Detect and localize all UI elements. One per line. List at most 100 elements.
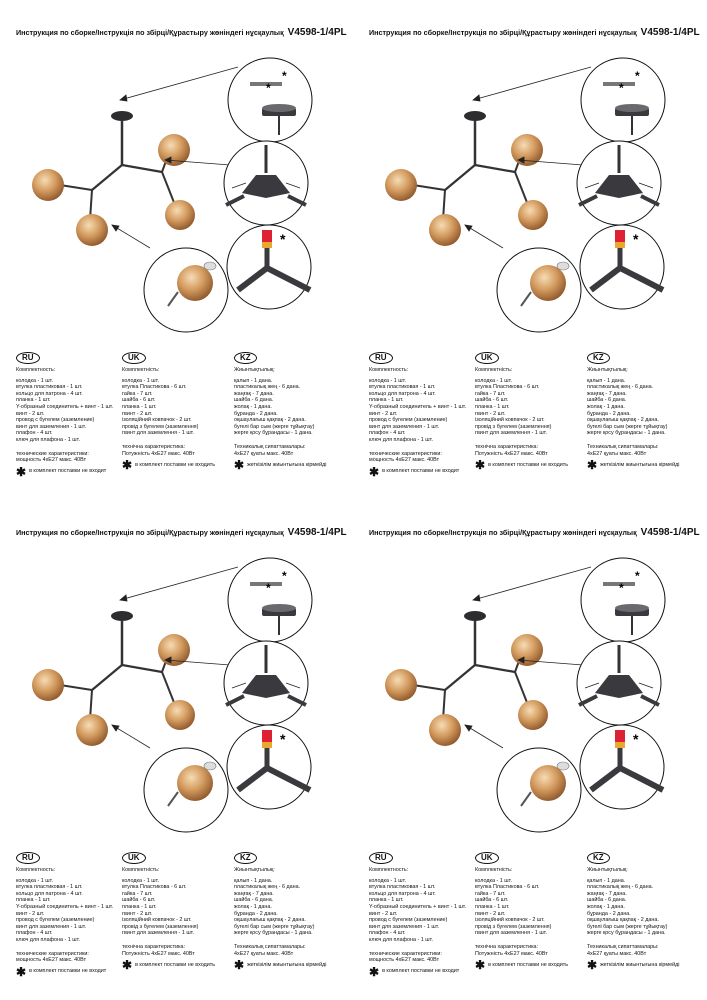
model-code: V4598-1/4PL <box>287 27 347 38</box>
component-list-item: пластикалық жең - 6 дана. <box>587 884 654 891</box>
component-list-item: колодка - 1 шт. <box>369 877 406 884</box>
component-list-item: винт для заземления - 1 шт. <box>369 423 440 430</box>
asterisk-icon: ✱ <box>234 458 245 473</box>
component-list-item: кольцо для патрона - 4 шт. <box>369 390 436 397</box>
svg-text:*: * <box>635 569 640 583</box>
asterisk-icon: ✱ <box>122 958 133 973</box>
component-list-item: бугелі бар сым (жерге тұйықтау) <box>234 923 315 930</box>
component-list-item: ключ для плафона - 1 шт. <box>16 936 80 943</box>
component-list-item: бұранда - 2 дана. <box>234 910 278 917</box>
component-list-item: винт для заземления - 1 шт. <box>369 923 440 930</box>
lang-badge: RU <box>369 852 393 864</box>
component-list-item: жолақ - 1 дана. <box>587 403 625 410</box>
component-list-item: жерге қосу бұрандасы - 1 дана. <box>234 930 313 937</box>
instruction-sheet: Инструкция по сборке/Інструкція по збірц… <box>353 0 706 500</box>
asterisk-icon: ✱ <box>234 958 245 973</box>
component-list-item: жолақ - 1 дана. <box>587 903 625 910</box>
svg-text:*: * <box>619 581 624 595</box>
component-list-item: винт - 2 шт. <box>369 910 398 917</box>
assembly-illustration: * * * <box>32 557 313 833</box>
component-list-item: колодка - 1 шт. <box>475 877 512 884</box>
lang-col-ru: RU Комплектность: колодка - 1 шт.втулка … <box>369 852 467 979</box>
chandelier-drawing <box>385 611 548 746</box>
svg-text:*: * <box>280 231 286 247</box>
assembly-illustration: * * * <box>385 57 666 333</box>
component-list-item: бугелі бар сым (жерге тұйықтау) <box>587 923 668 930</box>
component-list-item: шайба - 6 дана. <box>587 897 627 904</box>
component-list-item: шайба - 6 шт. <box>122 897 156 904</box>
sheet-title: Инструкция по сборке/Інструкція по збірц… <box>16 27 347 38</box>
glass-shade <box>429 214 461 246</box>
component-list-item: планка - 1 шт. <box>369 897 404 904</box>
glass-shade <box>32 169 64 201</box>
component-list-item: колодка - 1 шт. <box>16 377 53 384</box>
model-code: V4598-1/4PL <box>640 527 700 538</box>
component-list-item: гвинт для заземлення - 1 шт. <box>122 430 195 437</box>
lang-badge: KZ <box>234 852 257 864</box>
component-list-item: жерге қосу бұрандасы - 1 дана. <box>234 430 313 437</box>
asterisk-icon: ✱ <box>475 458 486 473</box>
component-list-item: колодка - 1 шт. <box>122 877 159 884</box>
component-list-item: Y-образный соединитель + винт - 1 шт. <box>369 403 467 410</box>
svg-text:*: * <box>266 81 271 95</box>
lang-badge: UK <box>475 852 499 864</box>
component-list-item: шайба - 6 шт. <box>475 397 509 404</box>
component-list-item: оқшаулағыш қақпақ - 2 дана. <box>587 417 659 424</box>
glass-shade <box>165 200 195 230</box>
component-list-item: жаңғақ - 7 дана. <box>587 890 627 897</box>
component-list-item: провод с бугелем (заземление) <box>16 417 95 424</box>
instruction-sheet: Инструкция по сборке/Інструкція по збірц… <box>0 0 353 500</box>
detail-y-connector <box>223 140 309 226</box>
component-list-item: бугелі бар сым (жерге тұйықтау) <box>234 423 315 430</box>
glass-shade <box>158 634 190 666</box>
component-list-item: гвинт для заземлення - 1 шт. <box>475 930 548 937</box>
lang-badge: KZ <box>234 352 257 364</box>
component-list-item: гвинт - 2 шт. <box>122 910 153 917</box>
component-list-item: провод с бугелем (заземление) <box>369 917 448 924</box>
component-list-item: ключ для плафона - 1 шт. <box>16 436 80 443</box>
lang-col-kz: KZ Жиынтықтылық: қалып - 1 дана.пластика… <box>234 852 327 973</box>
component-list-item: винт - 2 шт. <box>369 410 398 417</box>
chandelier-drawing <box>32 611 195 746</box>
lang-col-uk: UK Комплектність: колодка - 1 шт.втулка … <box>122 352 216 473</box>
chandelier-drawing <box>32 111 195 246</box>
component-list-item: бұранда - 2 дана. <box>587 910 631 917</box>
asterisk-icon: ✱ <box>16 464 27 479</box>
chandelier-drawing <box>385 111 548 246</box>
svg-text:*: * <box>282 569 287 583</box>
component-list-item: гвинт - 2 шт. <box>122 410 153 417</box>
lang-col-ru: RU Комплектность: колодка - 1 шт.втулка … <box>16 352 114 479</box>
component-list-item: гайка - 7 шт. <box>122 390 153 397</box>
component-list-item: гвинт для заземлення - 1 шт. <box>122 930 195 937</box>
detail-ceiling-mount: * * <box>227 57 313 143</box>
component-list-item: пластикалық жең - 6 дана. <box>234 384 301 391</box>
component-list-item: кольцо для патрона - 4 шт. <box>369 890 436 897</box>
lang-badge: RU <box>16 852 40 864</box>
component-list-item: кольцо для патрона - 4 шт. <box>16 890 83 897</box>
component-list-item: втулка пластиковая - 1 шт. <box>16 384 83 391</box>
component-list-item: шайба - 6 дана. <box>234 897 274 904</box>
asterisk-icon: ✱ <box>122 458 133 473</box>
glass-shade <box>76 714 108 746</box>
glass-shade <box>158 134 190 166</box>
component-list-item: винт - 2 шт. <box>16 910 45 917</box>
component-list-item: втулка Пластикова - 6 шт. <box>475 884 540 891</box>
detail-y-connector <box>576 140 662 226</box>
component-list-item: Y-образный соединитель + винт - 1 шт. <box>16 903 114 910</box>
glass-shade <box>518 200 548 230</box>
sheet-title: Инструкция по сборке/Інструкція по збірц… <box>369 527 700 538</box>
assembly-illustration: * * * <box>32 57 313 333</box>
lang-badge: KZ <box>587 852 610 864</box>
asterisk-icon: ✱ <box>587 958 598 973</box>
component-list-item: провід з бугелем (заземлення) <box>122 923 199 930</box>
detail-ceiling-mount: * * <box>227 557 313 643</box>
component-list-item: ізоляційний ковпачок - 2 шт. <box>475 917 545 924</box>
component-list-item: жерге қосу бұрандасы - 1 дана. <box>587 430 666 437</box>
component-list-item: планка - 1 шт. <box>475 903 510 910</box>
component-list-item: винт - 2 шт. <box>16 410 45 417</box>
component-list-item: бугелі бар сым (жерге тұйықтау) <box>587 423 668 430</box>
component-list-item: втулка Пластикова - 6 шт. <box>475 384 540 391</box>
detail-y-connector <box>223 640 309 726</box>
component-list-item: винт для заземления - 1 шт. <box>16 423 87 430</box>
glass-shade <box>385 669 417 701</box>
